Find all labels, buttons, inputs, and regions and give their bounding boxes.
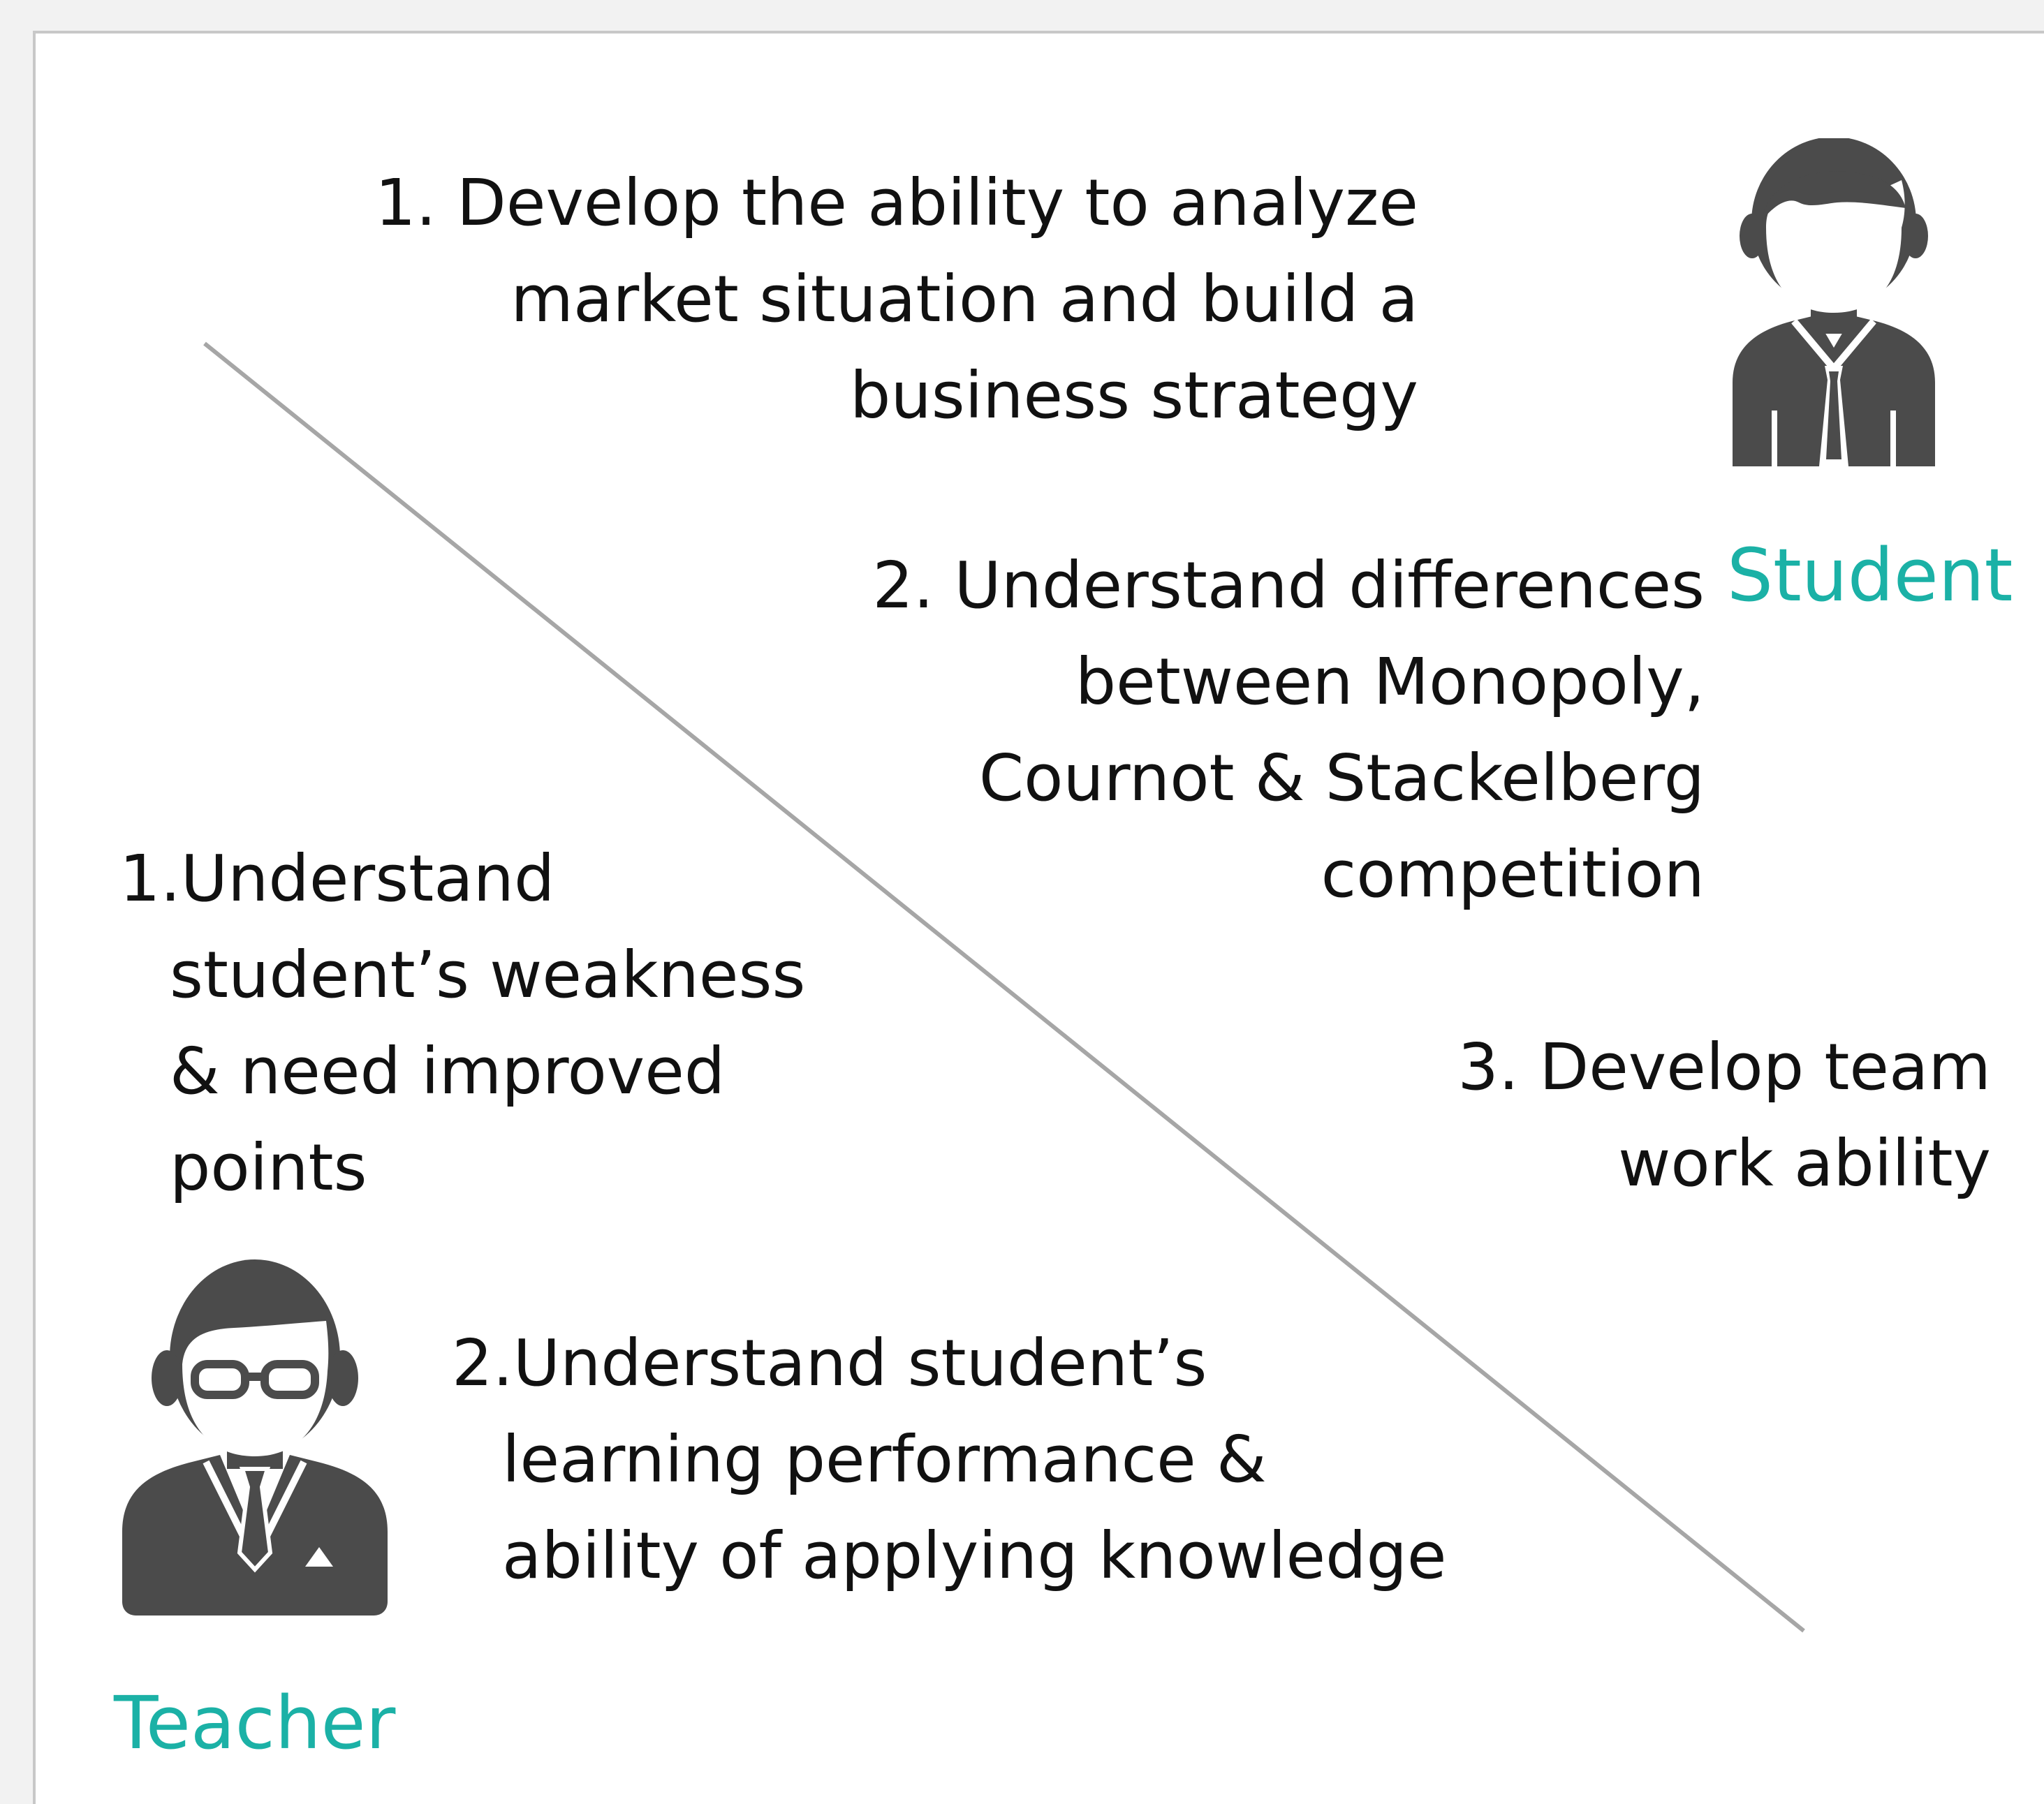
teacher-goal-1-line-2: student’s weakness xyxy=(170,938,806,1012)
student-goal-1: 1. Develop the ability to analyze market… xyxy=(315,155,1418,444)
teacher-goal-1: 1.Understand student’s weakness & need i… xyxy=(119,831,916,1216)
student-goal-1-line-1: 1. Develop the ability to analyze xyxy=(374,165,1418,240)
student-goal-1-line-2: market situation and build a xyxy=(510,262,1418,337)
teacher-goal-1-line-4: points xyxy=(170,1130,367,1205)
student-goal-3: 3. Develop team work ability xyxy=(1328,1019,1991,1212)
student-goal-1-line-3: business strategy xyxy=(850,358,1418,433)
slide-canvas: 1. Develop the ability to analyze market… xyxy=(33,31,2044,1804)
student-goal-2-line-1: 2. Understand differences xyxy=(872,548,1705,623)
teacher-avatar-icon xyxy=(122,1259,388,1616)
teacher-goal-1-line-3: & need improved xyxy=(170,1034,726,1109)
teacher-goal-2-line-3: ability of applying knowledge xyxy=(502,1518,1447,1593)
teacher-goal-2-line-2: learning performance & xyxy=(502,1422,1267,1497)
student-avatar-icon xyxy=(1733,138,1935,466)
student-goal-2-line-4: competition xyxy=(1321,837,1705,912)
student-goal-2-line-3: Cournot & Stackelberg xyxy=(978,741,1705,815)
teacher-goal-2-line-1: 2.Understand student’s xyxy=(452,1326,1207,1400)
student-goal-2-line-2: between Monopoly, xyxy=(1075,644,1705,719)
teacher-goal-1-line-1: 1.Understand xyxy=(119,841,555,916)
student-goal-3-line-1: 3. Develop team xyxy=(1457,1030,1991,1104)
divider-line xyxy=(203,341,1805,1633)
student-label: Student xyxy=(1727,533,2013,618)
student-goal-2: 2. Understand differences between Monopo… xyxy=(769,538,1705,923)
student-goal-3-line-2: work ability xyxy=(1618,1126,1991,1201)
teacher-goal-2: 2.Understand student’s learning performa… xyxy=(452,1315,1569,1604)
diagonal-divider xyxy=(203,341,1805,1633)
teacher-label: Teacher xyxy=(114,1680,396,1766)
